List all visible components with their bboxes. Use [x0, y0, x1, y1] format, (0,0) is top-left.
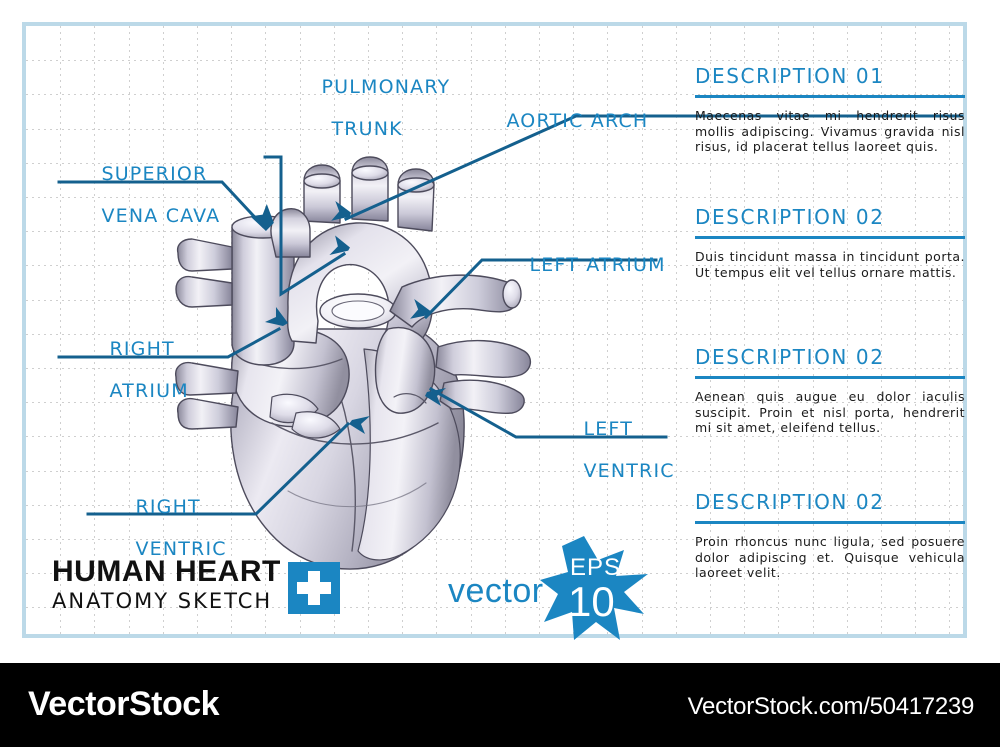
description-block-2: DESCRIPTION 02 Duis tincidunt massa in t… [695, 205, 965, 280]
eps-version-badge: EPS 10 [540, 536, 648, 640]
vector-wordmark: vector [448, 572, 544, 610]
label-line: RIGHT [135, 496, 201, 518]
description-rule [695, 95, 965, 98]
label-superior-vena-cava: SUPERIOR VENA CAVA [58, 143, 220, 248]
label-line: LEFT ATRIUM [529, 254, 666, 276]
cross-horizontal-bar [297, 582, 331, 594]
label-leader-lines [57, 114, 964, 516]
description-block-3: DESCRIPTION 02 Aenean quis augue eu dolo… [695, 345, 965, 436]
poster-canvas: SUPERIOR VENA CAVA PULMONARY TRUNK AORTI… [22, 22, 967, 640]
label-line: VENTRIC [135, 538, 227, 560]
watermark-footer: VectorStock VectorStock.com/50417239 [0, 663, 1000, 747]
label-left-atrium: LEFT ATRIUM [486, 234, 666, 297]
description-title: DESCRIPTION 02 [695, 490, 885, 514]
label-line: VENA CAVA [101, 205, 221, 227]
label-line: VENTRIC [583, 460, 675, 482]
description-title: DESCRIPTION 02 [695, 345, 885, 369]
label-line: PULMONARY [321, 76, 451, 98]
label-line: RIGHT [109, 338, 175, 360]
label-right-ventric: RIGHT VENTRIC [92, 476, 227, 581]
description-rule [695, 521, 965, 524]
label-line: TRUNK [331, 118, 403, 140]
footer-brand: VectorStock [28, 685, 220, 723]
human-heart-anatomy-illustration [175, 156, 531, 570]
poster-subtitle: ANATOMY SKETCH [52, 589, 273, 613]
description-block-4: DESCRIPTION 02 Proin rhoncus nunc ligula… [695, 490, 965, 581]
burst-arrow-shape [540, 536, 648, 640]
description-body: Proin rhoncus nunc ligula, sed posuere d… [695, 534, 965, 580]
label-line: SUPERIOR [101, 163, 208, 185]
description-block-1: DESCRIPTION 01 Maecenas vitae mi hendrer… [695, 64, 965, 155]
poster-title: HUMAN HEART [52, 555, 281, 588]
label-left-ventric: LEFT VENTRIC [540, 398, 675, 503]
description-rule [695, 236, 965, 239]
brand-block: HUMAN HEART ANATOMY SKETCH [52, 556, 281, 614]
description-title: DESCRIPTION 02 [695, 205, 885, 229]
description-body: Duis tincidunt massa in tincidunt porta.… [695, 249, 965, 280]
label-line: ATRIUM [109, 380, 189, 402]
description-title: DESCRIPTION 01 [695, 64, 885, 88]
label-line: AORTIC ARCH [506, 110, 649, 132]
description-body: Maecenas vitae mi hendrerit risus mollis… [695, 108, 965, 154]
label-aortic-arch: AORTIC ARCH [463, 90, 648, 153]
description-body: Aenean quis augue eu dolor iaculis susci… [695, 389, 965, 435]
eps-version-number: 10 [568, 578, 615, 625]
footer-url: VectorStock.com/50417239 [687, 693, 975, 720]
eps-label: EPS [570, 554, 622, 581]
label-right-atrium: RIGHT ATRIUM [66, 318, 189, 423]
medical-cross-icon [288, 562, 340, 614]
label-pulmonary-trunk: PULMONARY TRUNK [278, 56, 450, 161]
description-rule [695, 376, 965, 379]
label-line: LEFT [583, 418, 634, 440]
